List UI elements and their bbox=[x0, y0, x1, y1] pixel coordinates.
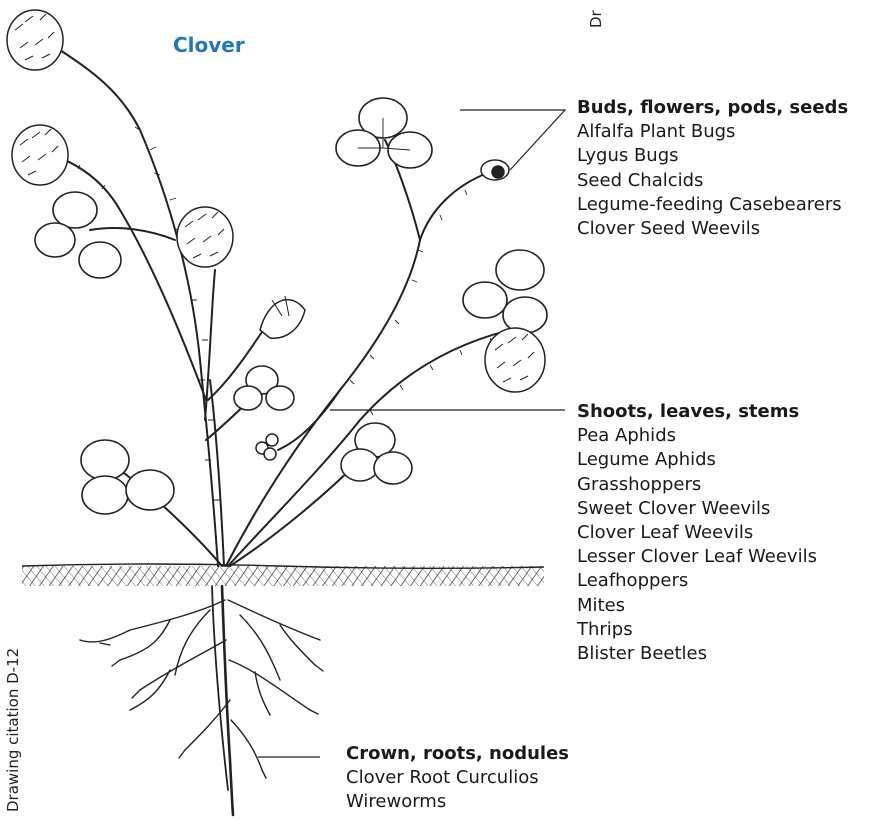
group-heading: Crown, roots, nodules bbox=[346, 742, 569, 766]
group-heading: Buds, flowers, pods, seeds bbox=[577, 96, 848, 120]
drawing-credit: Drawing citation D-12 bbox=[4, 648, 22, 812]
small-buds bbox=[256, 434, 278, 460]
pest-item: Grasshoppers bbox=[577, 473, 817, 497]
pest-item: Lesser Clover Leaf Weevils bbox=[577, 545, 817, 569]
leader-line-buds bbox=[460, 110, 565, 170]
leaf-cluster-mid-right bbox=[463, 250, 547, 333]
flower-head bbox=[177, 207, 233, 267]
label-group-buds: Buds, flowers, pods, seeds Alfalfa Plant… bbox=[577, 96, 848, 241]
pest-item: Seed Chalcids bbox=[577, 169, 848, 193]
pest-item: Alfalfa Plant Bugs bbox=[577, 120, 848, 144]
pest-item: Sweet Clover Weevils bbox=[577, 497, 817, 521]
leaf-cluster-lower-right bbox=[341, 423, 412, 484]
pod bbox=[481, 160, 509, 180]
pest-item: Legume Aphids bbox=[577, 448, 817, 472]
group-heading: Shoots, leaves, stems bbox=[577, 400, 817, 424]
drawing-credit-top: Dr bbox=[587, 10, 605, 28]
leaf-cluster-center bbox=[234, 366, 294, 410]
pest-item: Mites bbox=[577, 594, 817, 618]
label-group-shoots: Shoots, leaves, stems Pea Aphids Legume … bbox=[577, 400, 817, 666]
flower-head bbox=[7, 10, 63, 70]
label-group-crown: Crown, roots, nodules Clover Root Curcul… bbox=[346, 742, 569, 815]
pest-item: Clover Seed Weevils bbox=[577, 217, 848, 241]
pest-item: Thrips bbox=[577, 618, 817, 642]
pest-item: Leafhoppers bbox=[577, 569, 817, 593]
pest-item: Lygus Bugs bbox=[577, 144, 848, 168]
flower-head bbox=[12, 125, 68, 185]
pest-item: Wireworms bbox=[346, 790, 569, 814]
pest-item: Legume-feeding Casebearers bbox=[577, 193, 848, 217]
roots bbox=[80, 586, 323, 815]
diagram-title: Clover bbox=[173, 33, 245, 57]
pest-item: Clover Leaf Weevils bbox=[577, 521, 817, 545]
flower-bud bbox=[260, 296, 305, 338]
flower-head bbox=[485, 328, 545, 392]
leaf-cluster-left-upper bbox=[35, 192, 121, 278]
pest-item: Pea Aphids bbox=[577, 424, 817, 448]
soil-surface bbox=[22, 564, 544, 586]
leaf-cluster-top-right bbox=[336, 98, 432, 168]
pest-item: Blister Beetles bbox=[577, 642, 817, 666]
pest-item: Clover Root Curculios bbox=[346, 766, 569, 790]
